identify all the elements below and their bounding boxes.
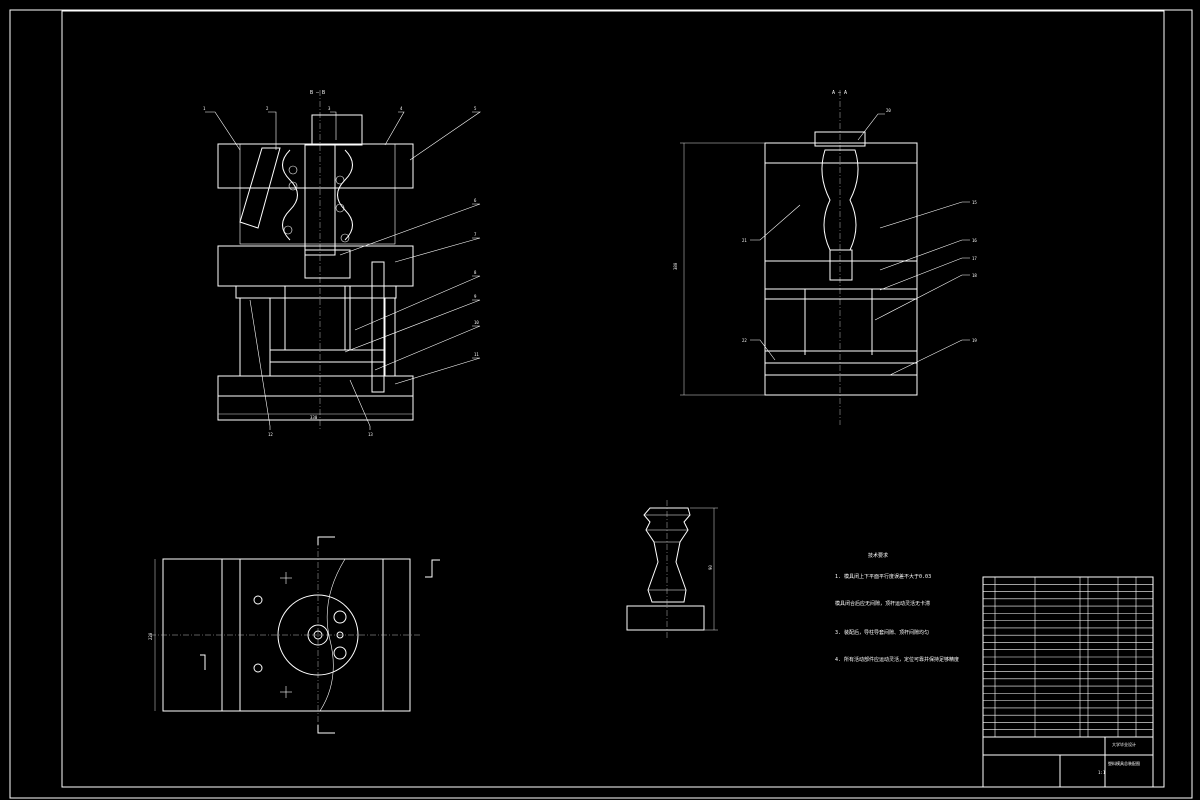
- callout-2: 2: [266, 106, 269, 111]
- callout-20: 20: [886, 108, 891, 113]
- drawing-scale: 1:1: [1098, 770, 1106, 775]
- callout-22: 22: [742, 338, 747, 343]
- callout-13: 13: [368, 432, 373, 437]
- dim-total-width: 330: [310, 415, 318, 420]
- callout-6: 6: [474, 198, 477, 203]
- callout-9: 9: [474, 294, 477, 299]
- technical-requirements: 技术要求 1. 模具闭上下平面平行度误差不大于0.03 模具闭合后应无间隙，顶杆…: [835, 552, 959, 663]
- dim-plan-height: 220: [148, 632, 153, 640]
- dim-total-height: 380: [673, 262, 678, 270]
- section-aa-label: A — A: [832, 90, 847, 96]
- callout-18: 18: [972, 273, 977, 278]
- tech-title: 技术要求: [868, 552, 888, 559]
- callout-11: 11: [474, 352, 479, 357]
- callout-4: 4: [400, 106, 403, 111]
- callout-17: 17: [972, 256, 977, 261]
- callout-16: 16: [972, 238, 977, 243]
- dim-part-height: 90: [708, 565, 713, 570]
- title-block: 大学毕业设计 塑料模具总装配图 1:1: [982, 576, 1154, 788]
- drawing-name: 塑料模具总装配图: [1108, 760, 1140, 766]
- tech-note-3: 3. 装配后，导柱导套间隙、顶杆间隙均匀: [835, 629, 929, 636]
- sheet-inner-border: [61, 10, 1165, 788]
- school-name: 大学毕业设计: [1112, 741, 1136, 747]
- callout-7: 7: [474, 232, 477, 237]
- callout-3: 3: [328, 106, 331, 111]
- callout-5: 5: [474, 106, 477, 111]
- callout-19: 19: [972, 338, 977, 343]
- callout-8: 8: [474, 270, 477, 275]
- plan-view: 220: [148, 536, 440, 734]
- sheet-outer-border: [9, 9, 1193, 799]
- tech-note-1: 1. 模具闭上下平面平行度误差不大于0.03: [835, 573, 931, 580]
- section-bb-view: B — B: [203, 90, 481, 437]
- callout-1: 1: [203, 106, 206, 111]
- part-view: 90: [626, 500, 718, 640]
- callout-12: 12: [268, 432, 273, 437]
- tech-note-2: 模具闭合后应无间隙，顶杆运动灵活无卡滞: [835, 600, 930, 607]
- callout-15: 15: [972, 200, 977, 205]
- section-aa-view: A — A 380: [673, 90, 977, 425]
- tech-note-4: 4. 所有活动部件应运动灵活，定位可靠并保持足够精度: [835, 656, 959, 663]
- callout-10: 10: [474, 320, 479, 325]
- section-bb-label: B — B: [310, 90, 325, 96]
- callout-21: 21: [742, 238, 747, 243]
